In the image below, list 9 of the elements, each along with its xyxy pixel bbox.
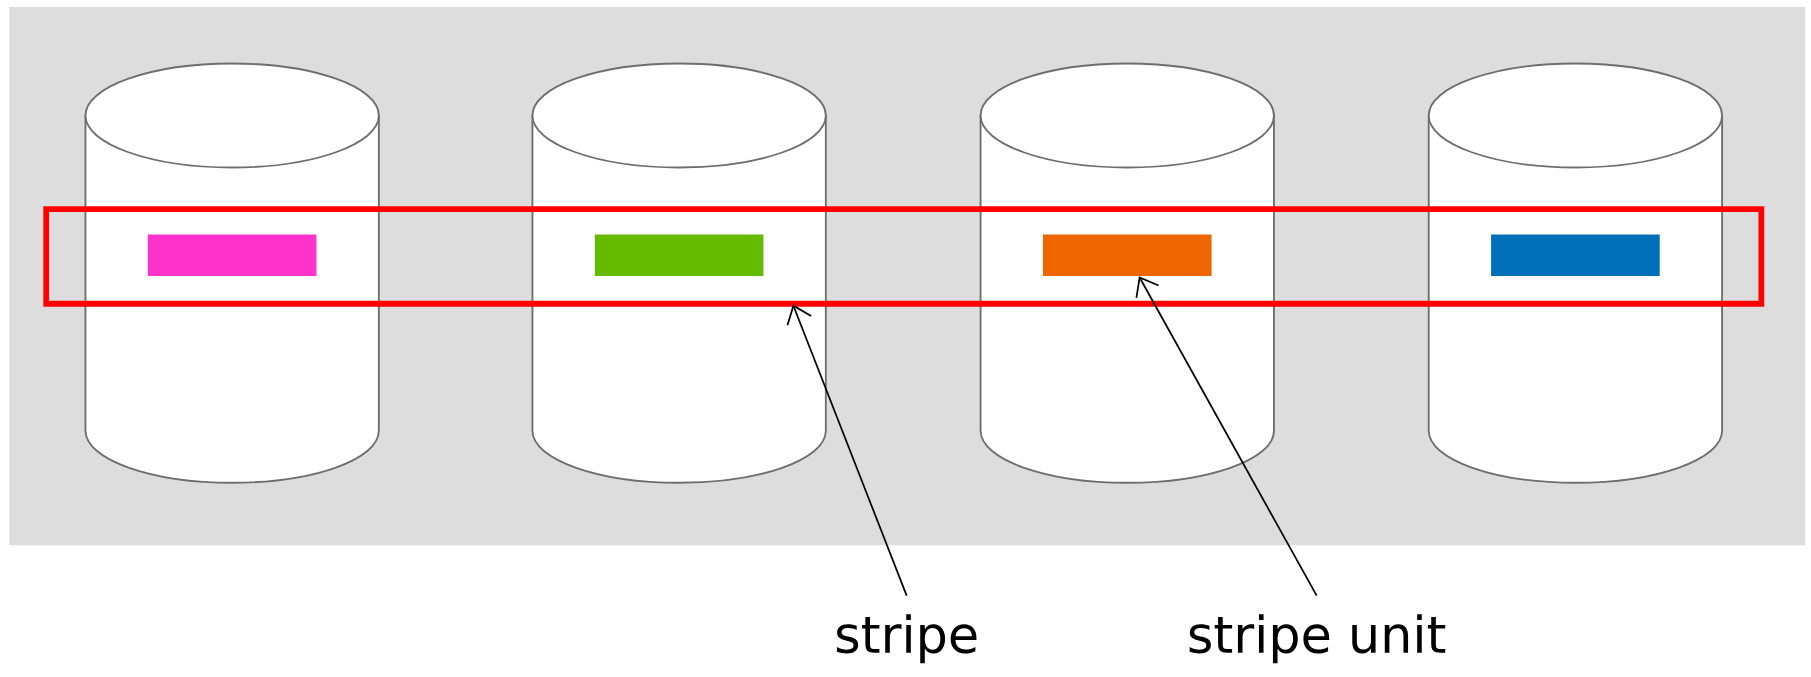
- data-block: [594, 234, 764, 277]
- data-block: [1491, 234, 1660, 277]
- data-block: [147, 234, 317, 277]
- leader-line: [1135, 276, 1318, 597]
- label-text: stripe unit: [1189, 614, 1446, 664]
- stripe-frame: [43, 206, 1765, 307]
- data-block: [1042, 234, 1212, 277]
- label-text: stripe: [836, 614, 977, 664]
- leader-line: [786, 304, 908, 597]
